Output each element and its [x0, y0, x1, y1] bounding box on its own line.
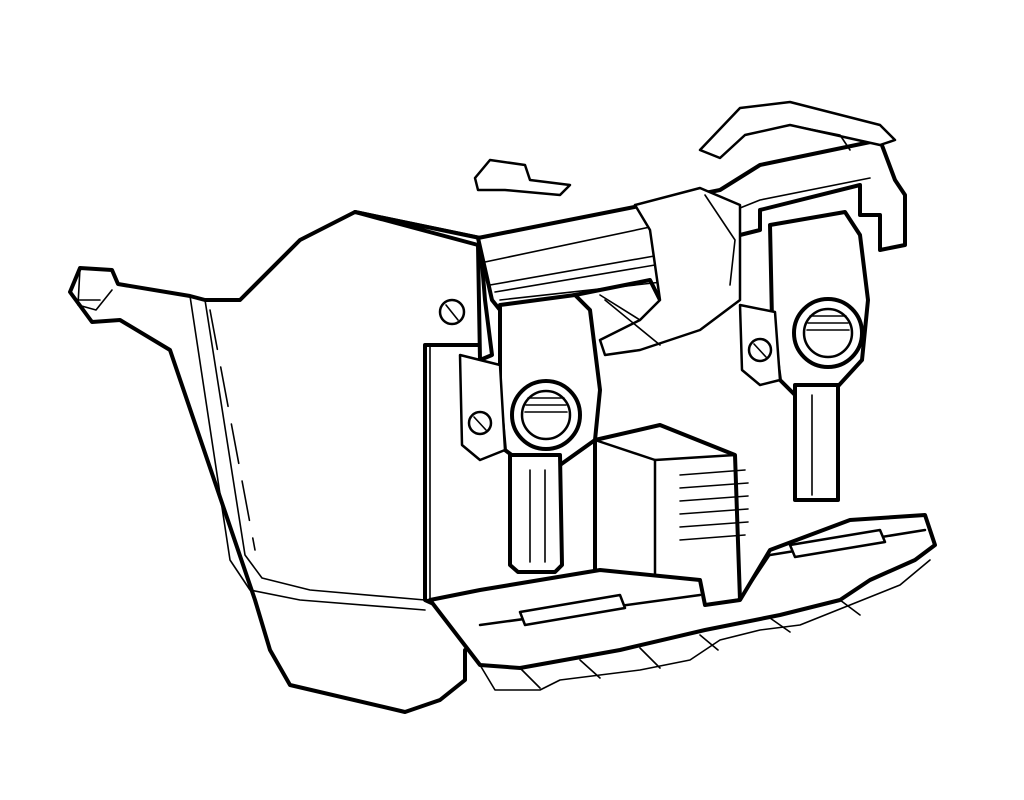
- screw-slot: [445, 304, 459, 321]
- bridge-edge: [704, 194, 736, 286]
- arm-hidden-line: [209, 309, 256, 551]
- bridge-strap-2: [604, 299, 661, 346]
- left-latch-screw: [467, 410, 493, 436]
- left-latch-leg: [508, 453, 564, 574]
- rail-rib: [494, 264, 656, 293]
- left-arm: [68, 210, 482, 714]
- right-spring-ring-inner: [802, 307, 854, 359]
- arm-tip-clip: [77, 267, 113, 311]
- plate-screw-left: [438, 298, 466, 326]
- tray-underside: [479, 559, 931, 691]
- rear-clip-detail: [789, 124, 851, 151]
- right-latch-screw: [747, 337, 773, 363]
- tray-teeth: [519, 599, 861, 689]
- tray-slot-right: [788, 528, 887, 559]
- right-latch-tab: [738, 303, 782, 387]
- rail-edge-1: [484, 177, 871, 263]
- left-latch: [458, 293, 602, 574]
- block-ribs: [679, 469, 749, 541]
- right-latch: [738, 210, 870, 502]
- arm-outline: [68, 210, 482, 714]
- right-spring-coils: [806, 315, 850, 331]
- left-spring-ring-inner: [520, 389, 572, 441]
- arm-inner-edge: [189, 295, 426, 611]
- rear-clip-right: [698, 100, 897, 160]
- left-latch-tab: [458, 353, 507, 462]
- left-screw-slot: [473, 416, 487, 431]
- right-screw-slot: [753, 343, 767, 358]
- left-spring-coils: [524, 397, 568, 413]
- rear-clip-left: [473, 158, 572, 197]
- base-tray: [428, 513, 937, 691]
- right-latch-leg: [793, 383, 840, 502]
- arm-inner-edge-2: [204, 299, 426, 601]
- arm-tip-detail: [69, 291, 101, 301]
- tray-step: [739, 554, 771, 601]
- bridge-outline: [598, 186, 742, 357]
- bridge-strap: [599, 294, 641, 321]
- tray-slot-left: [518, 593, 627, 627]
- center-bridge: [598, 186, 742, 357]
